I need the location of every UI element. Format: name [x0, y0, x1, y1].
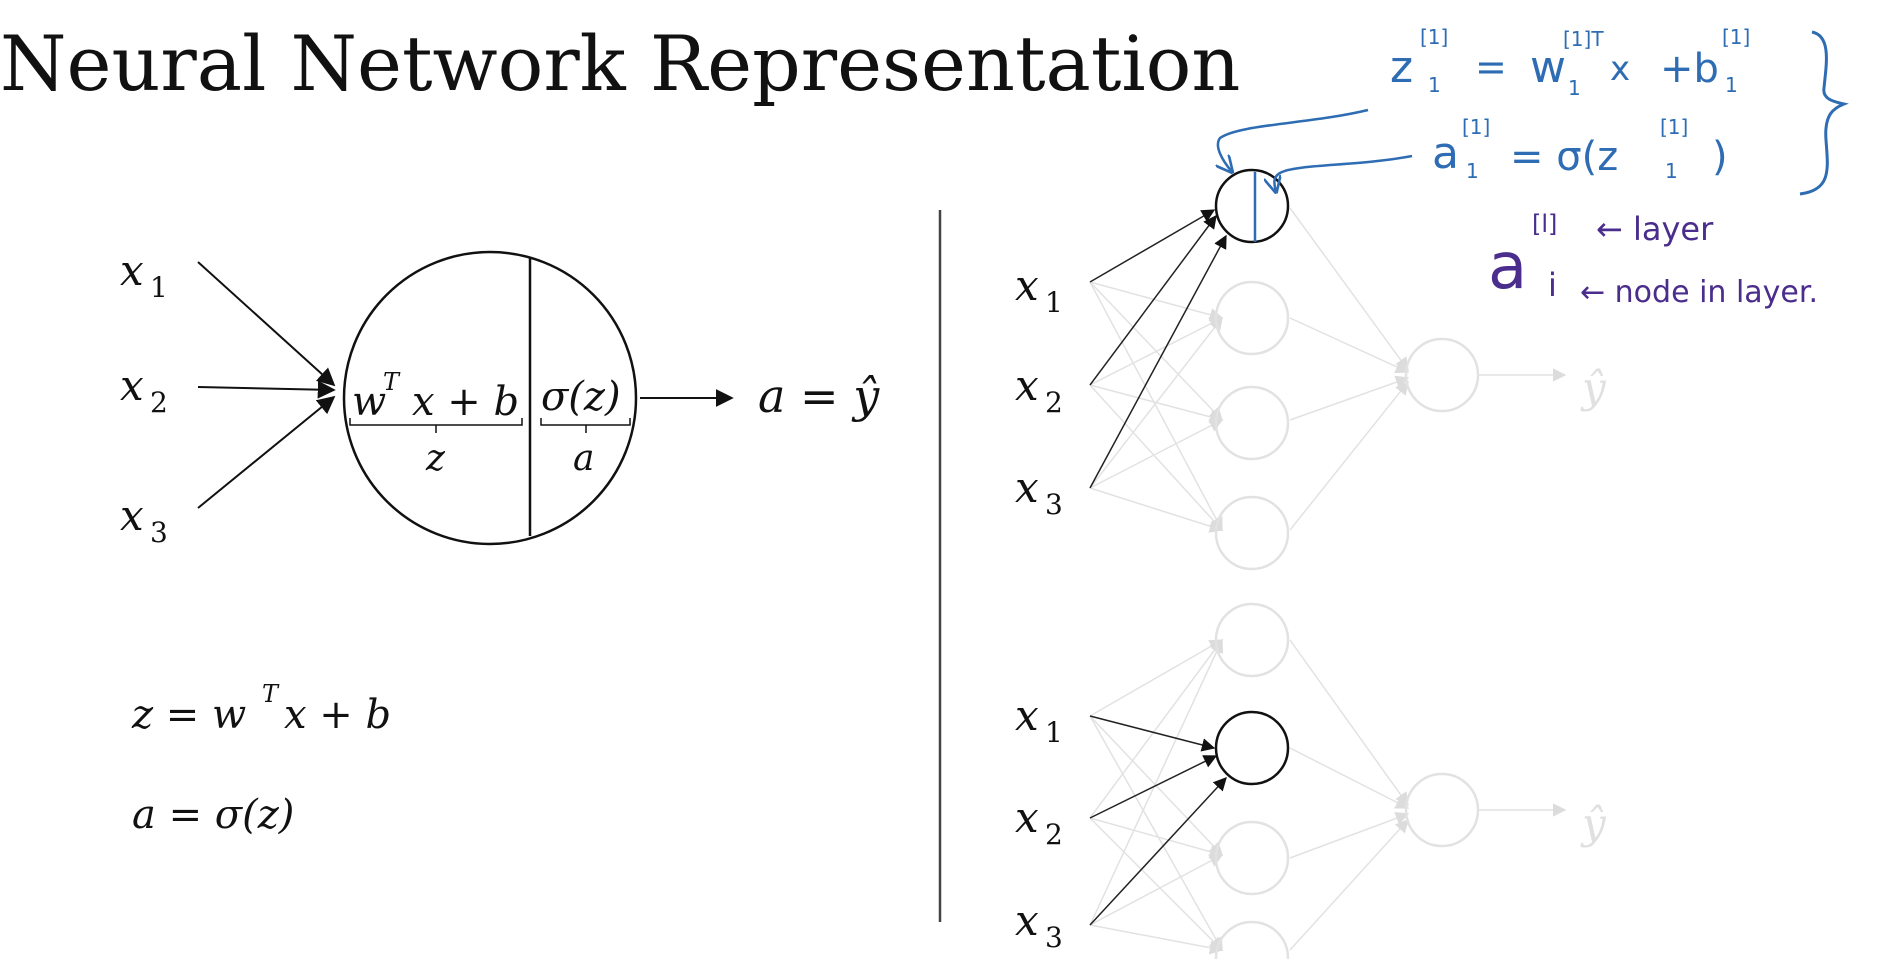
net-bottom-input-x3: x 3: [1015, 896, 1063, 954]
net-input-sub: 3: [1045, 921, 1063, 954]
hand-w: w: [1530, 42, 1566, 93]
hand-brace: [1799, 30, 1849, 196]
activation-brace: [540, 418, 631, 433]
net-input-base: x: [1015, 691, 1039, 740]
unit-input-x2: x 2: [120, 361, 168, 419]
equation-z-sup: T: [262, 680, 280, 708]
equation-z: z = w T x + b: [131, 680, 391, 738]
net-bottom-output-label: ŷ: [1580, 799, 1607, 848]
unit-neuron-circle: [342, 250, 638, 546]
output-node: [1404, 337, 1480, 413]
note-sup: [l]: [1532, 210, 1557, 238]
net-input-sub: 1: [1045, 716, 1063, 749]
hidden-node-1: [1214, 602, 1290, 678]
net-top-input-x3: x 3: [1015, 463, 1063, 521]
unit-activation-expression: σ(z): [541, 374, 621, 420]
hand-eq-z: z [1] 1 = w [1]T 1 x +b [1] 1: [1390, 25, 1750, 100]
equations-block: z = w T x + b a = σ(z): [131, 680, 391, 838]
network-bottom: x 1 x 2 x 3 ŷ: [1015, 602, 1607, 959]
hand-eq2-rhs: = σ(z: [1510, 134, 1618, 180]
net-top-output-label: ŷ: [1580, 363, 1607, 412]
hidden-node-4: [1214, 920, 1290, 959]
hidden-node-1-highlighted: [1214, 168, 1290, 244]
net-input-sub: 1: [1045, 286, 1063, 319]
unit-output-label: a = ŷ: [758, 369, 880, 423]
hand-z-sub: 1: [1428, 73, 1441, 97]
unit-edge-x1: [197, 261, 336, 387]
hand-a: a: [1432, 128, 1459, 179]
net-input-base: x: [1015, 793, 1039, 842]
logistic-unit-diagram: x 1 x 2 x 3 w T x + b z σ(z) a: [120, 246, 880, 549]
net-input-base: x: [1015, 463, 1039, 512]
net-input-base: x: [1015, 261, 1039, 310]
note-sub: i: [1548, 266, 1557, 304]
hidden-node-2: [1214, 280, 1290, 356]
unit-input-base: x: [120, 491, 144, 540]
hand-eq-a: a [1] 1 = σ(z [1] 1 ): [1432, 115, 1728, 183]
activation-brace-label: a: [573, 438, 594, 479]
equation-z-rhs: x + b: [284, 692, 391, 738]
net-bottom-input-x1: x 1: [1015, 691, 1063, 749]
handwritten-annotations: z [1] 1 = w [1]T 1 x +b [1] 1 a [1] 1 = …: [1218, 25, 1849, 310]
net-input-sub: 2: [1045, 386, 1063, 419]
net-top-input-x2: x 2: [1015, 361, 1063, 419]
hidden-node-3: [1214, 820, 1290, 896]
net-input-base: x: [1015, 361, 1039, 410]
hand-w-sup: [1]T: [1563, 27, 1604, 51]
unit-input-x3: x 3: [120, 491, 168, 549]
unit-input-base: x: [120, 246, 144, 295]
hand-z: z: [1390, 42, 1413, 93]
hand-w-sub: 1: [1568, 76, 1581, 100]
hand-eq2-close: ): [1712, 134, 1728, 180]
unit-input-sub: 3: [150, 516, 168, 549]
equation-z-lhs: z = w: [131, 692, 246, 738]
hand-z2-sup: [1]: [1660, 115, 1688, 139]
note-layer: ← layer: [1596, 210, 1714, 248]
hand-arrow-activation: [1274, 154, 1413, 192]
net-input-base: x: [1015, 896, 1039, 945]
hand-b-sub: 1: [1725, 73, 1738, 97]
unit-input-sub: 1: [150, 271, 168, 304]
hand-a-sup: [1]: [1462, 115, 1490, 139]
output-node: [1404, 772, 1480, 848]
net-top-input-x1: x 1: [1015, 261, 1063, 319]
unit-input-sub: 2: [150, 386, 168, 419]
hand-plus-b: +b: [1660, 46, 1719, 92]
note-node: ← node in layer.: [1580, 275, 1818, 310]
linear-w-sup: T: [383, 368, 401, 396]
unit-edge-x3: [197, 395, 336, 509]
linear-w: w: [352, 379, 386, 425]
equation-a: a = σ(z): [132, 792, 294, 838]
hand-notation-note: a [l] i ← layer ← node in layer.: [1488, 210, 1818, 310]
net-input-sub: 2: [1045, 818, 1063, 851]
hidden-node-3: [1214, 385, 1290, 461]
hidden-node-4: [1214, 495, 1290, 571]
hand-z2-sub: 1: [1665, 159, 1678, 183]
slide-title: Neural Network Representation: [0, 19, 1240, 108]
unit-input-x1: x 1: [120, 246, 168, 304]
hand-eq1-equals: =: [1475, 45, 1507, 89]
unit-edge-x2: [197, 380, 336, 399]
linear-brace-label: z: [425, 438, 446, 479]
net-input-sub: 3: [1045, 488, 1063, 521]
linear-rest: x + b: [412, 379, 519, 425]
hand-z-sup: [1]: [1420, 25, 1448, 49]
hand-x: x: [1610, 49, 1630, 89]
net-bottom-input-x2: x 2: [1015, 793, 1063, 851]
network-top: x 1 x 2 x 3 ŷ: [1015, 168, 1607, 571]
unit-linear-expression: w T x + b: [352, 368, 519, 425]
hand-a-sub: 1: [1466, 159, 1479, 183]
hand-b-sup: [1]: [1722, 25, 1750, 49]
linear-brace: [349, 418, 523, 433]
note-a: a: [1488, 230, 1527, 304]
hidden-node-2-highlighted: [1214, 710, 1290, 786]
unit-input-base: x: [120, 361, 144, 410]
hand-arrow-linear: [1218, 108, 1369, 172]
